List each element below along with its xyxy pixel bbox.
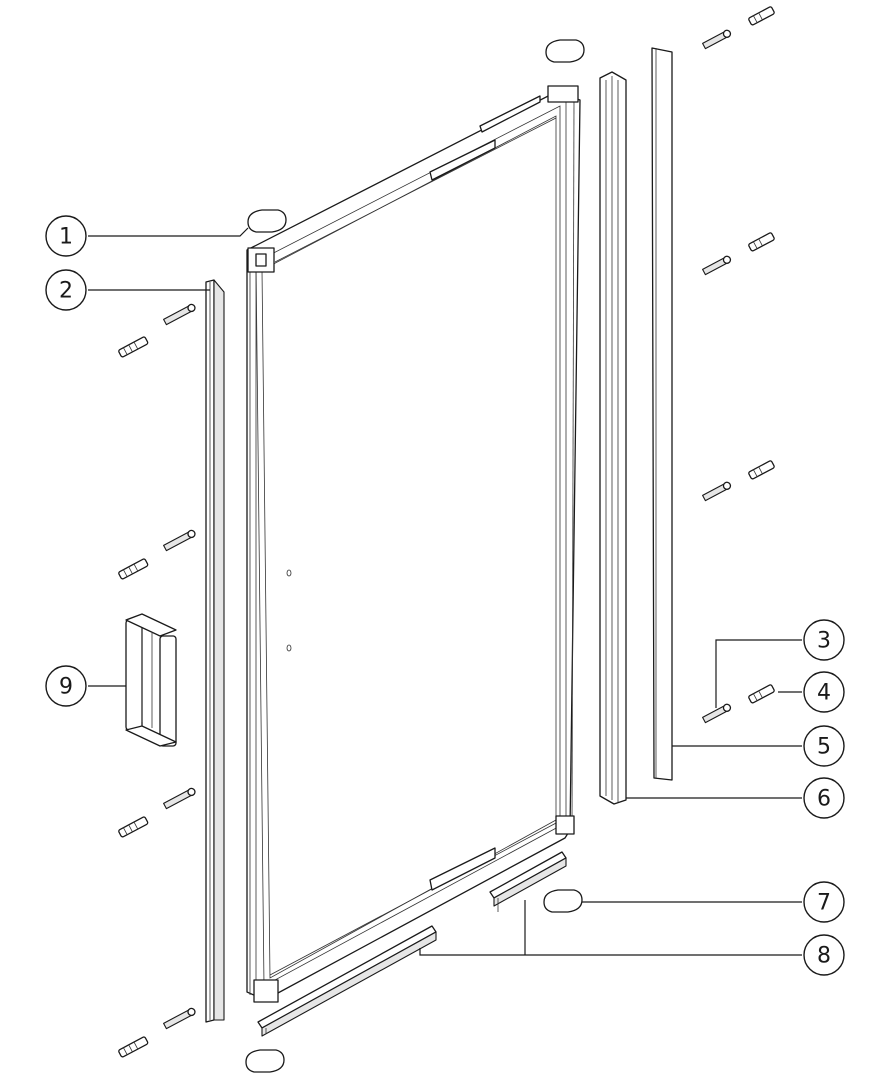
callout-1: 1	[45, 215, 87, 257]
callout-8: 8	[803, 934, 845, 976]
screw-part-3	[702, 703, 732, 724]
bottom-seal-right	[489, 851, 567, 912]
cover-strip	[651, 47, 673, 781]
door-handle	[125, 613, 177, 747]
callout-2-label: 2	[59, 279, 73, 304]
screws-left	[118, 303, 196, 1058]
callouts: 1 2 3 4 5 6 7 8	[45, 215, 845, 976]
end-cap-top-center	[545, 39, 585, 63]
callout-6-label: 6	[817, 787, 831, 812]
screws-right	[702, 6, 775, 724]
callout-3-label: 3	[817, 629, 831, 654]
wall-profile-right	[599, 71, 627, 805]
callout-5-label: 5	[817, 735, 831, 760]
callout-9: 9	[45, 665, 87, 707]
wall-plug-part-4	[748, 684, 775, 704]
callout-2: 2	[45, 269, 87, 311]
callout-5: 5	[803, 725, 845, 767]
callout-1-label: 1	[59, 225, 73, 250]
callout-4-label: 4	[817, 681, 831, 706]
bottom-seal-left	[257, 925, 437, 1037]
end-cap-part-1	[247, 209, 287, 233]
leader-lines	[88, 227, 802, 956]
callout-7: 7	[803, 881, 845, 923]
callout-8-label: 8	[817, 944, 831, 969]
end-cap-part-7	[543, 889, 583, 913]
callout-9-label: 9	[59, 675, 73, 700]
callout-7-label: 7	[817, 891, 831, 916]
callout-6: 6	[803, 777, 845, 819]
wall-profile-left	[205, 279, 225, 1023]
end-cap-bottom-left	[245, 1049, 285, 1073]
callout-4: 4	[803, 671, 845, 713]
door-frame	[246, 85, 581, 1003]
callout-3: 3	[803, 619, 845, 661]
